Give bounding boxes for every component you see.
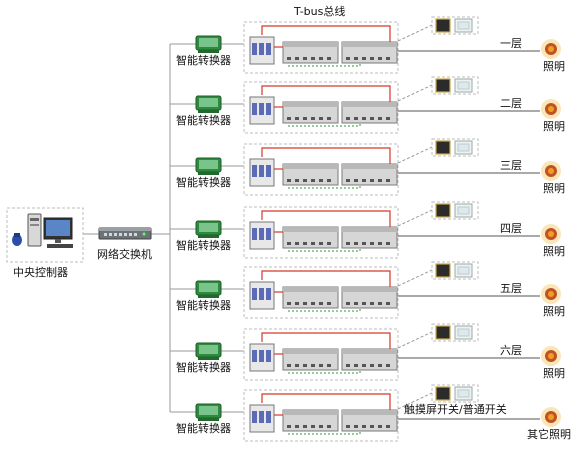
- circuit-breaker-icon: [249, 36, 275, 65]
- light-label: 照明: [543, 305, 565, 318]
- network-switch: [98, 227, 152, 240]
- light-label: 照明: [543, 245, 565, 258]
- central-controller: [6, 207, 84, 263]
- converter-label: 智能转换器: [176, 54, 231, 67]
- distribution-box: [243, 143, 399, 196]
- circuit-breaker-icon: [249, 343, 275, 372]
- bus-label: T-bus总线: [294, 5, 346, 18]
- floor-row: [195, 261, 561, 319]
- touch-panel-icon: [435, 140, 473, 155]
- relay-module-icon: [282, 348, 339, 371]
- relay-module-icon: [282, 226, 339, 249]
- floor-row: [195, 323, 561, 381]
- converter-label: 智能转换器: [176, 422, 231, 435]
- smart-converter-icon: [195, 220, 222, 238]
- touch-panel-icon: [435, 386, 473, 401]
- relay-module-icon: [282, 41, 339, 64]
- light-bulb-icon: [541, 224, 561, 244]
- floor-row: [195, 384, 561, 442]
- smart-converter-icon: [195, 95, 222, 113]
- controller-label: 中央控制器: [13, 266, 68, 279]
- light-bulb-icon: [541, 161, 561, 181]
- floor-label: 六层: [500, 344, 522, 357]
- light-bulb-icon: [541, 346, 561, 366]
- floor-label: 三层: [500, 159, 522, 172]
- switch-label: 网络交换机: [97, 248, 152, 261]
- relay-module-icon: [282, 163, 339, 186]
- floor-row: [195, 16, 561, 74]
- light-label: 照明: [543, 367, 565, 380]
- floor-label: 一层: [500, 37, 522, 50]
- floor-label: 触摸屏开关/普通开关: [404, 403, 507, 416]
- relay-module-icon: [282, 409, 339, 432]
- touch-panel-icon: [435, 325, 473, 340]
- distribution-box: [243, 389, 399, 442]
- floor-row: [195, 201, 561, 259]
- distribution-box: [243, 21, 399, 74]
- light-label: 照明: [543, 120, 565, 133]
- converter-label: 智能转换器: [176, 239, 231, 252]
- circuit-breaker-icon: [249, 96, 275, 125]
- floor-row: [195, 138, 561, 196]
- converter-label: 智能转换器: [176, 361, 231, 374]
- network-switch-icon: [98, 227, 152, 240]
- converter-label: 智能转换器: [176, 176, 231, 189]
- relay-module-icon: [341, 409, 398, 432]
- relay-module-icon: [341, 286, 398, 309]
- smart-converter-icon: [195, 157, 222, 175]
- relay-module-icon: [341, 348, 398, 371]
- smart-converter-icon: [195, 342, 222, 360]
- touch-panel-icon: [435, 18, 473, 33]
- circuit-breaker-icon: [249, 281, 275, 310]
- floor-row: [195, 76, 561, 134]
- floor-label: 五层: [500, 282, 522, 295]
- smart-converter-icon: [195, 35, 222, 53]
- circuit-breaker-icon: [249, 404, 275, 433]
- light-label: 照明: [543, 60, 565, 73]
- distribution-box: [243, 81, 399, 134]
- touch-panel-icon: [435, 203, 473, 218]
- distribution-box: [243, 206, 399, 259]
- circuit-breaker-icon: [249, 158, 275, 187]
- relay-module-icon: [341, 101, 398, 124]
- distribution-box: [243, 266, 399, 319]
- light-bulb-icon: [541, 407, 561, 427]
- light-label: 其它照明: [527, 428, 571, 441]
- light-bulb-icon: [541, 284, 561, 304]
- converter-label: 智能转换器: [176, 299, 231, 312]
- floor-label: 二层: [500, 97, 522, 110]
- desktop-computer-icon: [12, 213, 73, 248]
- circuit-breaker-icon: [249, 221, 275, 250]
- light-label: 照明: [543, 182, 565, 195]
- relay-module-icon: [282, 101, 339, 124]
- floor-rows: [195, 16, 561, 442]
- smart-converter-icon: [195, 403, 222, 421]
- relay-module-icon: [341, 41, 398, 64]
- touch-panel-icon: [435, 78, 473, 93]
- touch-panel-icon: [435, 263, 473, 278]
- light-bulb-icon: [541, 39, 561, 59]
- relay-module-icon: [282, 286, 339, 309]
- relay-module-icon: [341, 163, 398, 186]
- smart-converter-icon: [195, 280, 222, 298]
- distribution-box: [243, 328, 399, 381]
- floor-label: 四层: [500, 222, 522, 235]
- light-bulb-icon: [541, 99, 561, 119]
- connection-lines: [83, 43, 244, 413]
- converter-label: 智能转换器: [176, 114, 231, 127]
- relay-module-icon: [341, 226, 398, 249]
